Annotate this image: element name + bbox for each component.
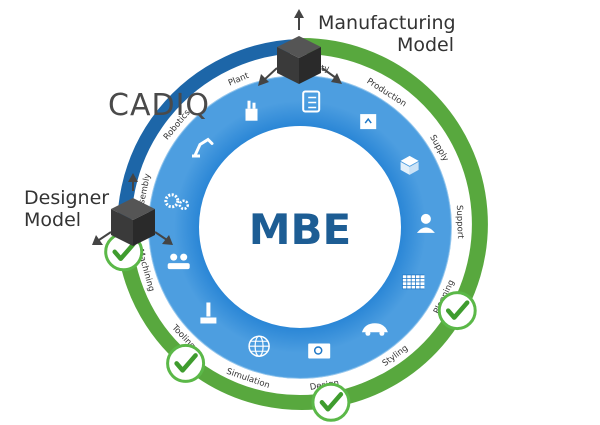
check-icon: [166, 343, 206, 383]
robot-tool-icon: [200, 302, 217, 324]
box-icon: [360, 114, 377, 130]
designer-model-line1: Designer: [24, 187, 110, 209]
check-marks: [104, 232, 477, 422]
manufacturing-model-cube[interactable]: [277, 36, 321, 84]
globe-mesh-icon: [248, 335, 270, 357]
designer-model-label: Designer Model: [24, 187, 134, 231]
manufacturing-arrows: [258, 9, 342, 86]
robot-arm-icon: [192, 137, 214, 158]
manufacturing-model-label: Manufacturing Model: [318, 12, 456, 56]
segment-label: Support: [454, 205, 465, 240]
designer-arrows: [92, 173, 173, 245]
designer-model-line2: Model: [24, 209, 82, 231]
designer-model-cube[interactable]: [111, 198, 155, 246]
segment-ring: [149, 76, 451, 378]
box-tools-icon: [400, 155, 419, 175]
manufacturing-model-line1: Manufacturing: [318, 12, 456, 34]
car-icon: [361, 323, 388, 336]
center-label: MBE: [249, 205, 352, 254]
table-grid-icon: [401, 274, 425, 290]
center-disk: [206, 133, 394, 321]
segment-icons: [164, 90, 435, 359]
check-icon: [311, 382, 351, 422]
monitor-icon: [308, 343, 331, 359]
clipboard-checklist-icon: [302, 90, 321, 113]
cadiq-brand: CADIQ: [108, 88, 211, 123]
people-meeting-icon: [167, 253, 190, 270]
check-icon: [437, 291, 477, 331]
manufacturing-model-line2: Model: [396, 34, 454, 56]
gears-icon: [164, 193, 190, 211]
support-person-icon: [416, 213, 435, 233]
factory-icon: [245, 100, 258, 121]
